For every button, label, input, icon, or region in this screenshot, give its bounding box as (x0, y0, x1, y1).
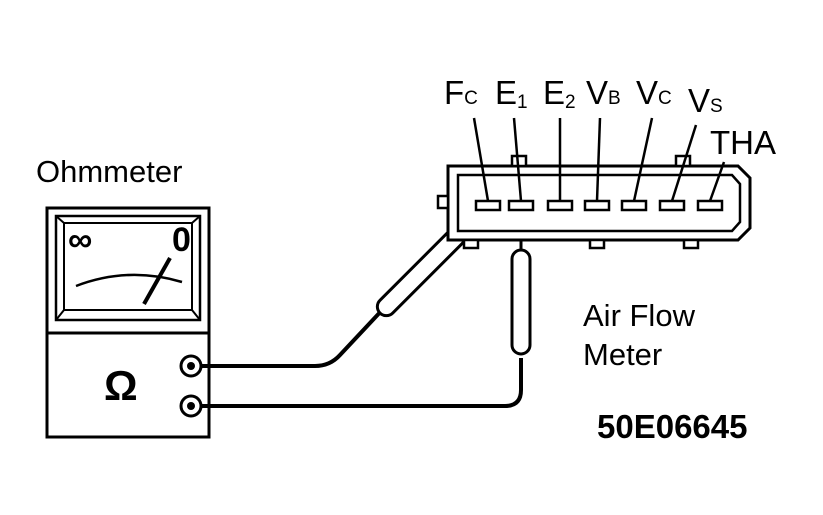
leader-line-vb (595, 117, 602, 202)
probe-2 (510, 248, 532, 356)
terminal-slots (474, 199, 724, 212)
terminal-slot-fc (474, 199, 502, 212)
figure-code: 50E06645 (597, 408, 747, 445)
terminal-e1-label: E1 (495, 74, 528, 113)
connector (436, 117, 752, 250)
leader-line-fc (472, 117, 490, 202)
needle (142, 257, 172, 305)
terminal-slot-tha (696, 199, 724, 212)
leader-line-e1 (512, 117, 523, 202)
lead-wire-2 (201, 358, 523, 408)
infinity-mark: ∞ (68, 221, 92, 259)
terminal-slot-vs (658, 199, 686, 212)
terminal-fc-label: FC (444, 74, 478, 111)
terminal-slot-vb (583, 199, 611, 212)
component-label-line2: Meter (583, 337, 662, 372)
dial-window (63, 222, 193, 311)
terminal-tha-label: THA (710, 124, 776, 161)
terminal-slot-e1 (507, 199, 535, 212)
leader-line-tha (708, 161, 726, 202)
terminal-vs-label: VS (688, 82, 723, 119)
terminal-leaders (472, 117, 726, 202)
dial-scale-arc (75, 273, 183, 288)
ohmmeter: Ohmmeter ∞ 0 Ω (36, 154, 211, 439)
leader-line-vs (670, 124, 698, 202)
leader-line-vc (632, 117, 654, 202)
test-leads (201, 203, 532, 408)
terminal-slot-e2 (546, 199, 574, 212)
terminal-labels: FC E1 E2 VB VC VS THA (444, 74, 776, 161)
component-label-line1: Air Flow (583, 298, 696, 333)
lead-wire-1 (201, 306, 386, 368)
ohmmeter-label: Ohmmeter (36, 154, 182, 189)
terminal-vc-label: VC (636, 74, 672, 111)
terminal-vb-label: VB (586, 74, 621, 111)
zero-mark: 0 (172, 221, 191, 259)
ohm-symbol: Ω (104, 362, 138, 409)
terminal-e2-label: E2 (543, 74, 576, 113)
terminal-slot-vc (620, 199, 648, 212)
